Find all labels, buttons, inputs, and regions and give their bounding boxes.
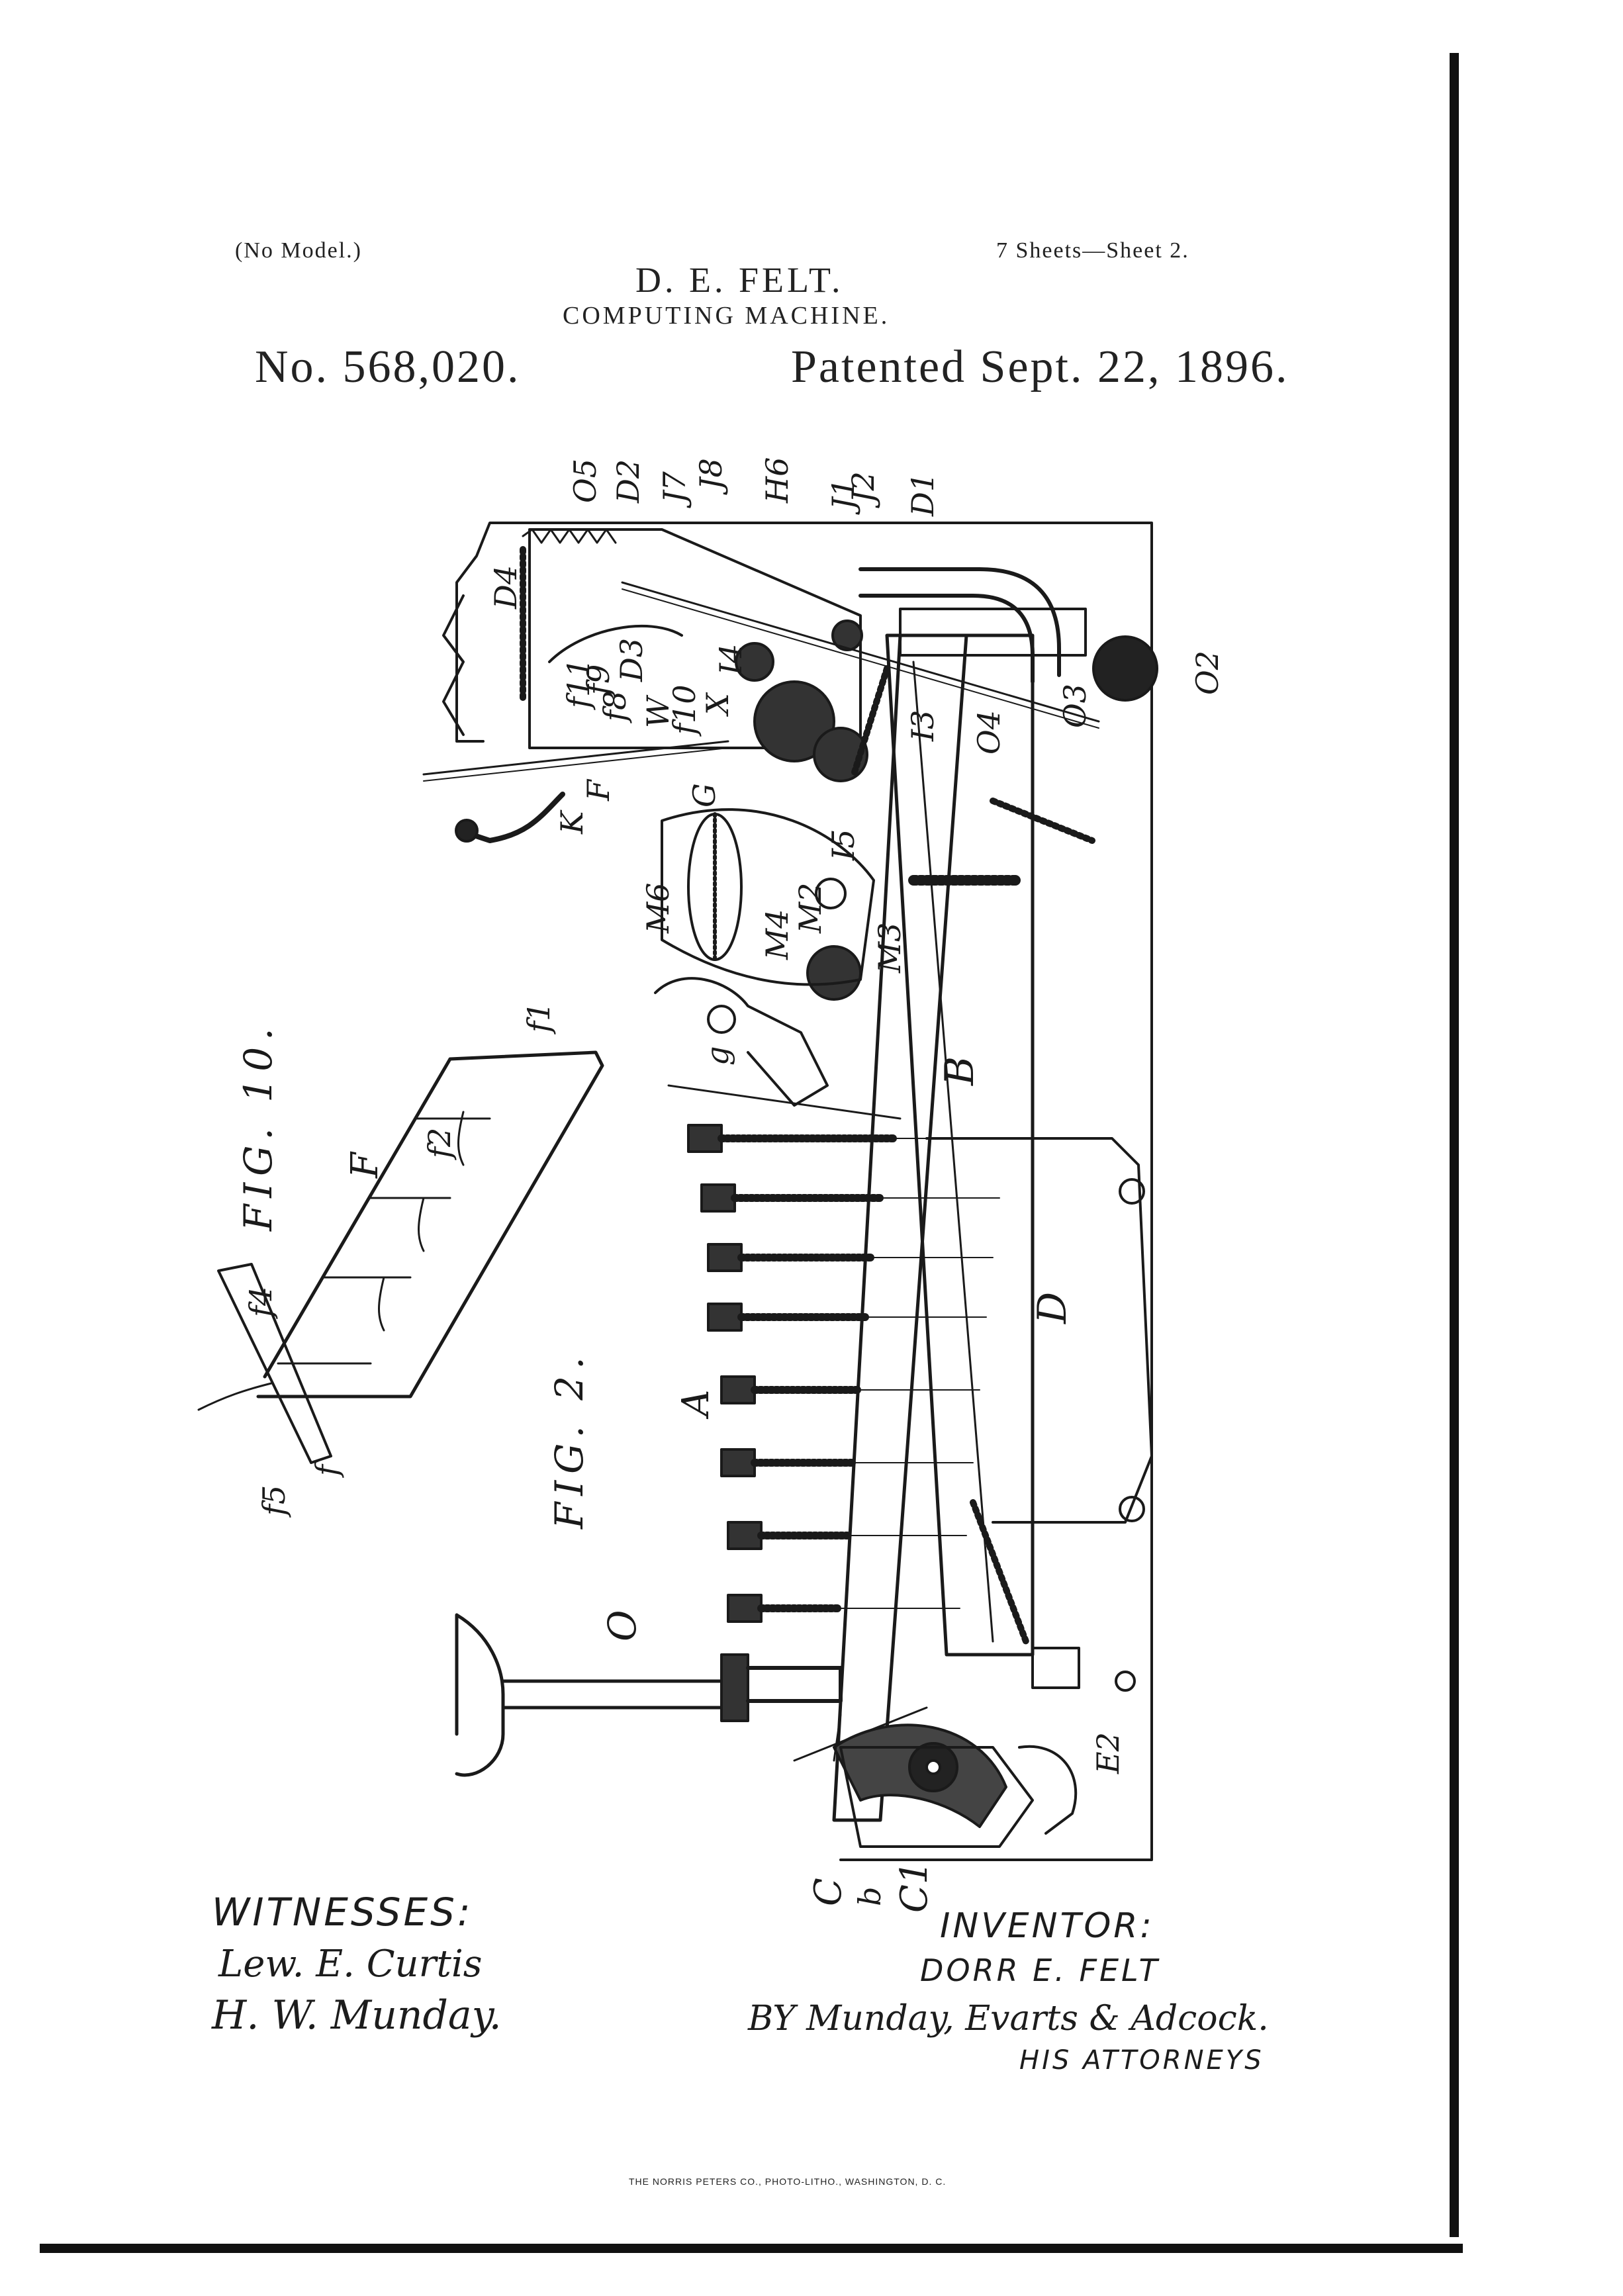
fig10-label: FIG. 10. [236,1021,281,1232]
roller-O2 [1092,635,1158,702]
ref-I4: I4 [713,644,749,676]
inventor-name: D. E. FELT. [635,260,844,300]
bar-D [885,633,1035,1657]
ref-O3: O3 [1057,684,1093,728]
ref-O4: O4 [971,710,1007,755]
ref-J7: J7 [657,471,692,508]
upper-housing [528,528,862,749]
fig10-frame [197,1050,604,1464]
ref-M6: M6 [640,883,676,934]
ref-f11: f11 [561,658,596,710]
patent-title: COMPUTING MACHINE. [563,302,890,330]
ref-f4: f4 [243,1287,279,1319]
right-border [1450,53,1459,2237]
witnesses-label: WITNESSES: [212,1890,473,1935]
ref-B: B [937,1056,983,1086]
ref-D: D [1029,1292,1076,1324]
witness-1-signature: Lew. E. Curtis [218,1943,483,1986]
attorneys-label: HIS ATTORNEYS [1019,2045,1264,2076]
patent-number: No. 568,020. [255,342,521,392]
attorneys-signature: BY Munday, Evarts & Adcock. [748,1999,1269,2039]
ref-J1: J1 [825,478,861,515]
sheets-note: 7 Sheets—Sheet 2. [996,238,1189,263]
ref-D4: D4 [488,565,524,610]
frame-outline [502,522,1153,1861]
ref-I5: I5 [825,829,861,861]
ref-J2: J2 [845,471,881,508]
ref-C: C [807,1878,850,1906]
ref-D1: D1 [905,473,941,517]
base-rod-O [455,1613,505,1777]
ref-W: W [640,694,676,728]
printer-imprint: THE NORRIS PETERS CO., PHOTO-LITHO., WAS… [629,2176,947,2187]
ref-C1: C1 [893,1861,936,1913]
ref-X: X [700,692,735,717]
ref-f10: f10 [667,684,702,737]
ref-D3: D3 [614,638,649,682]
ref-F10: F [344,1151,387,1179]
ref-f9: f9 [580,665,616,697]
ref-f1: f1 [521,1002,557,1034]
ref-K: K [554,809,590,835]
ref-G: G [686,783,722,807]
ref-b: b [852,1887,888,1906]
ref-M4: M4 [759,909,795,960]
ref-O2: O2 [1189,651,1225,695]
inventor-signature: DORR E. FELT [920,1952,1160,1988]
ref-f2: f2 [422,1128,457,1160]
ref-H6: H6 [759,457,795,504]
ref-O5: O5 [567,459,603,503]
spring-D4 [522,528,617,544]
keys-A [687,1124,1007,1623]
ref-f5: f5 [256,1485,292,1518]
ref-g: g [700,1046,735,1066]
patent-date: Patented Sept. 22, 1896. [791,342,1289,392]
model-note: (No Model.) [235,238,362,263]
bottom-border [40,2244,1463,2253]
ref-J8: J8 [693,458,729,495]
roller-large [753,680,835,762]
ref-f8: f8 [597,691,633,723]
inventor-label: INVENTOR: [940,1906,1154,1946]
fig2-label: FIG. 2. [547,1350,592,1530]
ref-M3: M3 [872,923,907,974]
ref-O: O [600,1610,645,1641]
ref-M2: M2 [792,883,828,934]
ref-I3: I3 [905,710,941,742]
ref-E2: E2 [1090,1732,1126,1774]
ref-D2: D2 [610,459,646,504]
bar-B [832,633,968,1822]
handle [467,792,565,843]
ref-A: A [674,1390,718,1420]
witness-2-signature: H. W. Munday. [212,1992,502,2039]
lever-D1 [858,567,1061,677]
ref-F: F [580,778,616,802]
